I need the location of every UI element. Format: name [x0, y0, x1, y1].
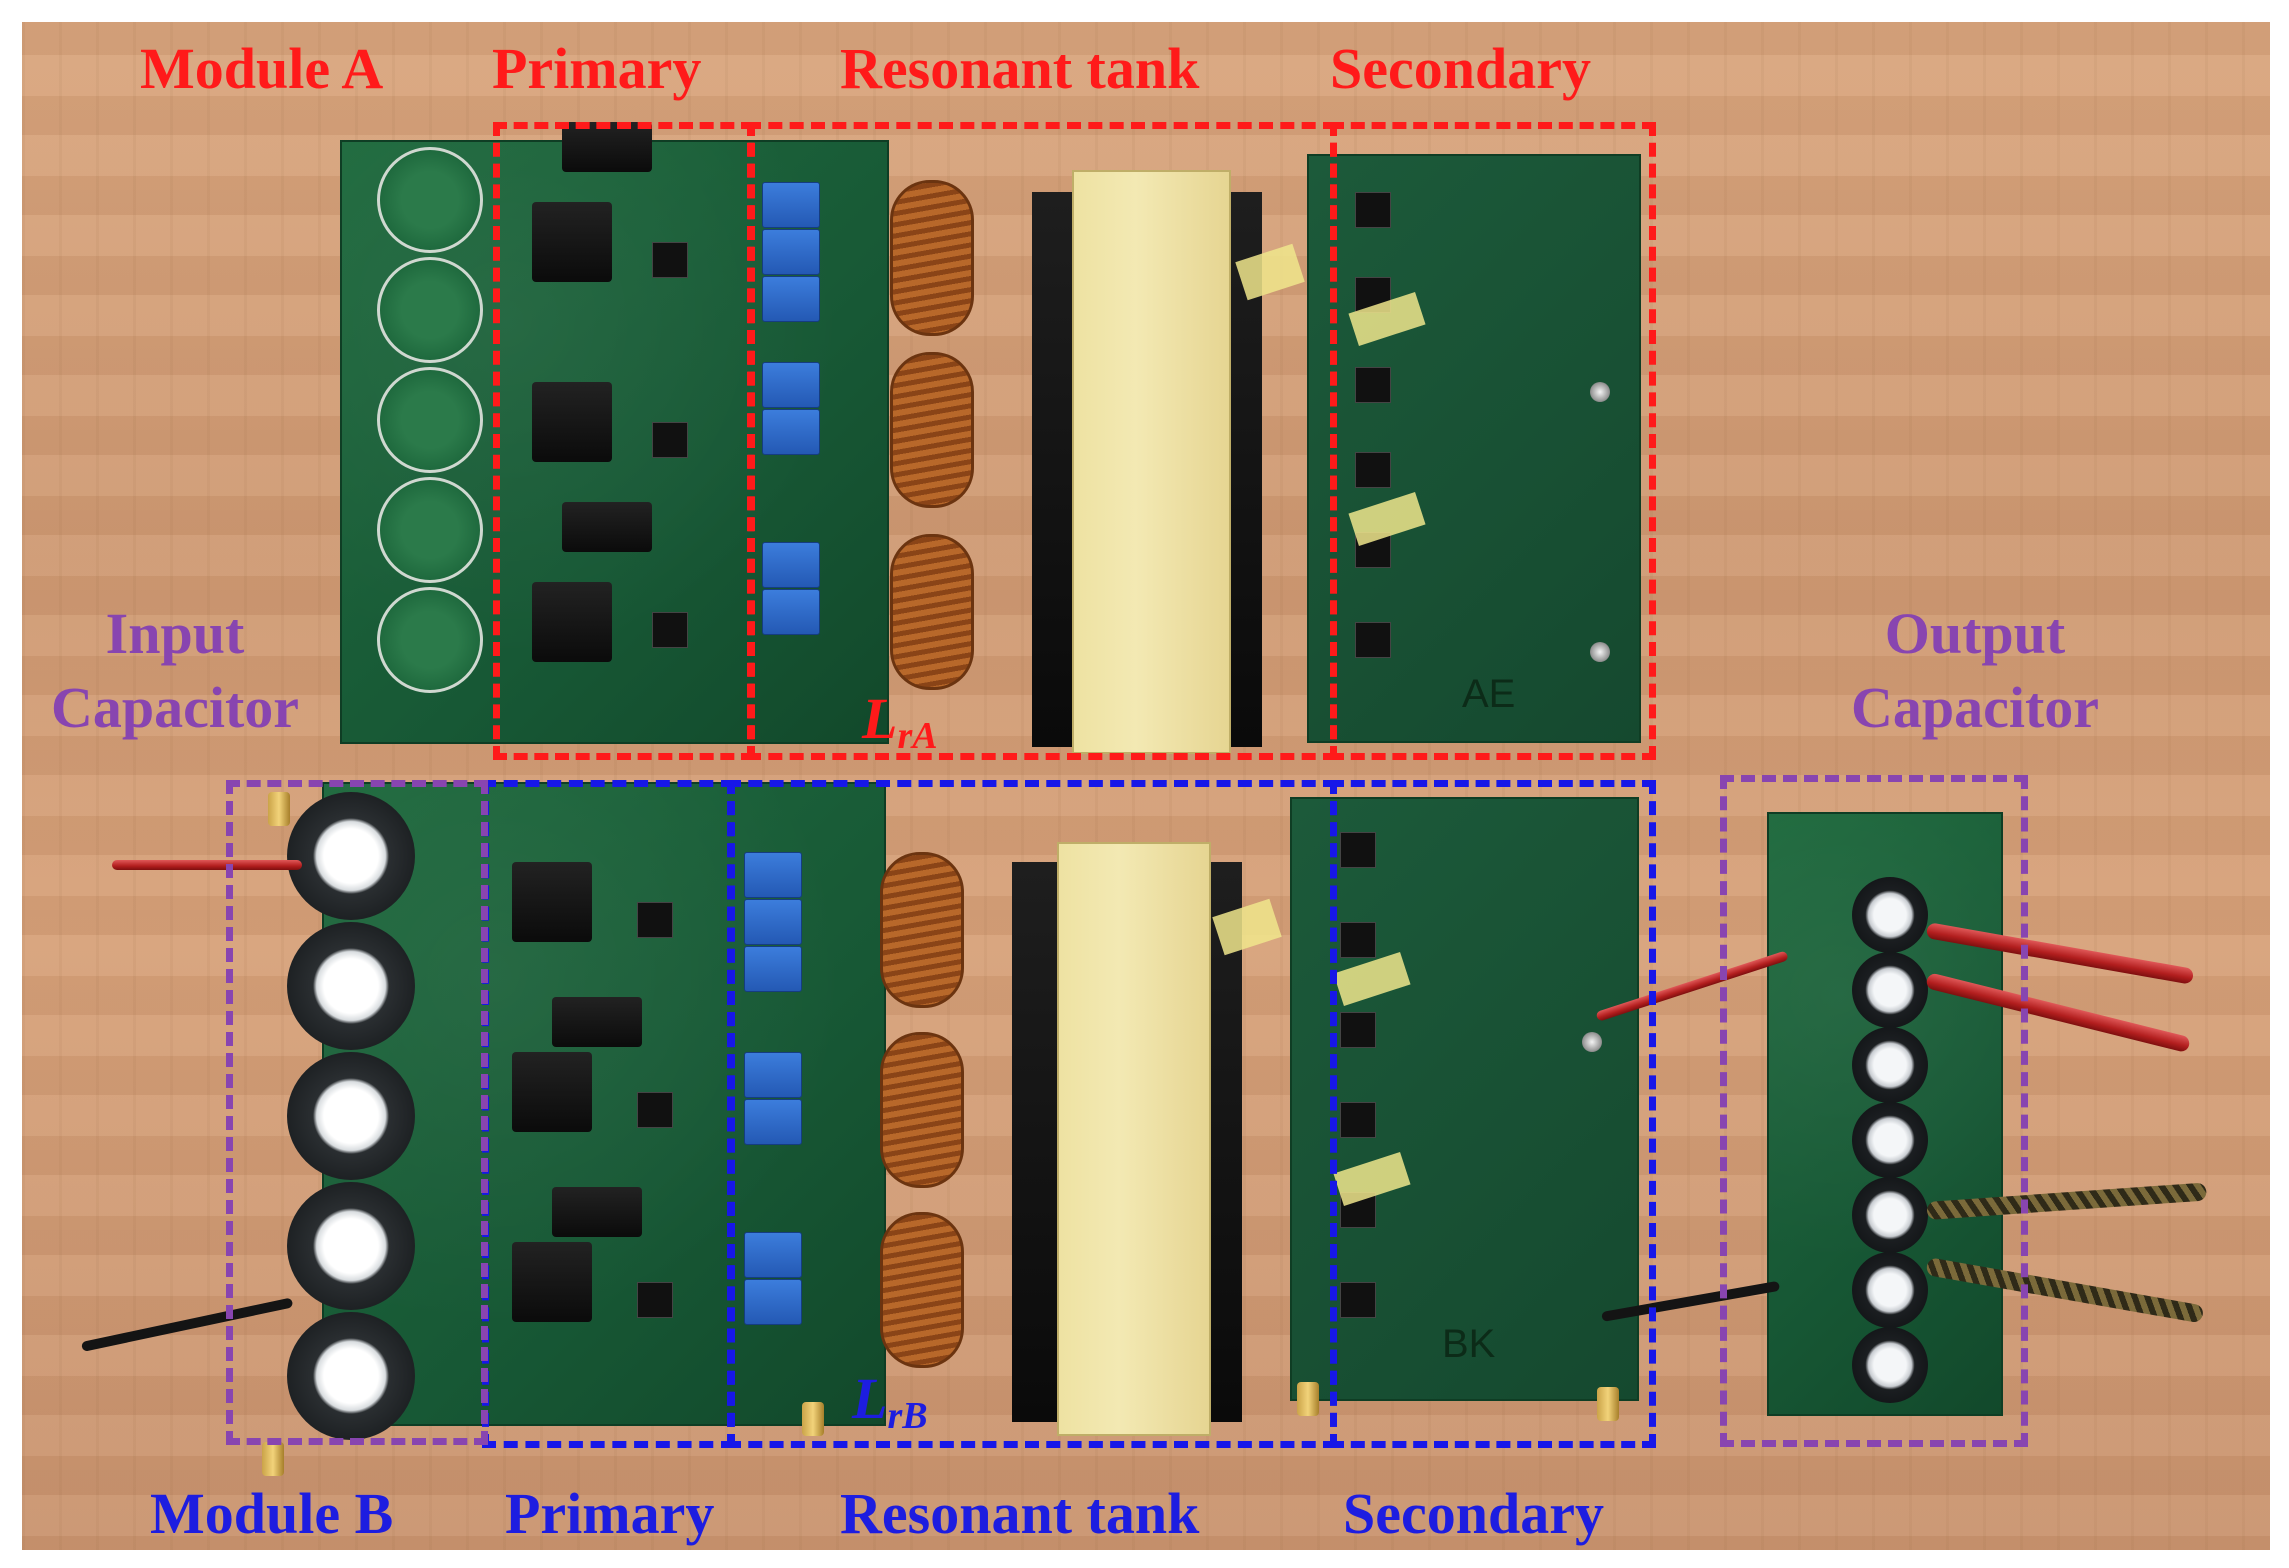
- inductor-b-label: LrB: [852, 1370, 928, 1437]
- output-electrolytic-capacitor: [1852, 1177, 1928, 1253]
- resonant-inductor: [890, 180, 974, 336]
- module-a-capacitor-disc: [377, 147, 483, 253]
- standoff: [268, 792, 290, 826]
- rectifier-diode: [1355, 622, 1391, 658]
- resonant-capacitor: [762, 542, 820, 588]
- resonant-capacitor: [744, 1279, 802, 1325]
- resonant-inductor: [880, 1212, 964, 1368]
- output-electrolytic-capacitor: [1852, 1102, 1928, 1178]
- standoff: [1597, 1387, 1619, 1421]
- hardware-photo: AE BK: [22, 22, 2270, 1550]
- rectifier-diode: [1340, 1012, 1376, 1048]
- rectifier-diode: [1340, 1102, 1376, 1138]
- rectifier-diode: [1355, 192, 1391, 228]
- module-a-primary-label: Primary: [492, 36, 702, 101]
- gate-driver-ic: [652, 242, 688, 278]
- switch-module: [532, 382, 612, 462]
- resonant-capacitor: [744, 1232, 802, 1278]
- input-wire: [80, 1297, 294, 1352]
- module-b-resonant-tank-label: Resonant tank: [840, 1481, 1200, 1546]
- screw: [1582, 1032, 1602, 1052]
- output-electrolytic-capacitor: [1852, 877, 1928, 953]
- gate-driver-ic: [637, 902, 673, 938]
- output-electrolytic-capacitor: [1852, 1252, 1928, 1328]
- module-a-capacitor-disc: [377, 477, 483, 583]
- resonant-capacitor: [762, 409, 820, 455]
- input-electrolytic-capacitor: [287, 1312, 415, 1442]
- board-marking-b: BK: [1442, 1322, 1496, 1366]
- rectifier-diode: [1340, 922, 1376, 958]
- module-a-capacitor-disc: [377, 257, 483, 363]
- screw: [1590, 382, 1610, 402]
- switch-module: [512, 862, 592, 942]
- standoff: [1297, 1382, 1319, 1416]
- module-a-capacitor-disc: [377, 367, 483, 473]
- resonant-inductor: [890, 352, 974, 508]
- inductor-a-label: LrA: [862, 690, 938, 757]
- standoff: [802, 1402, 824, 1436]
- standoff: [262, 1442, 284, 1476]
- resonant-capacitor: [744, 852, 802, 898]
- resonant-capacitor: [744, 1052, 802, 1098]
- input-wire: [112, 860, 302, 870]
- transformer: [1072, 170, 1231, 754]
- switch-module: [512, 1052, 592, 1132]
- output-capacitor-label: Output Capacitor: [1820, 605, 2130, 737]
- rectifier-diode: [1355, 367, 1391, 403]
- resonant-capacitor: [762, 276, 820, 322]
- resonant-capacitor: [744, 1099, 802, 1145]
- module-a-label: Module A: [140, 36, 384, 101]
- module-a-capacitor-disc: [377, 587, 483, 693]
- gate-driver-ic: [637, 1282, 673, 1318]
- resonant-capacitor: [762, 589, 820, 635]
- input-capacitor-line2: Capacitor: [50, 675, 300, 740]
- output-capacitor-line2: Capacitor: [1850, 675, 2100, 740]
- input-electrolytic-capacitor: [287, 1052, 415, 1182]
- rectifier-diode: [1340, 832, 1376, 868]
- output-capacitor-line1: Output: [1884, 601, 2066, 666]
- resonant-inductor: [880, 852, 964, 1008]
- module-a-resonant-tank-label: Resonant tank: [840, 36, 1200, 101]
- resonant-capacitor: [762, 229, 820, 275]
- rectifier-diode: [1355, 452, 1391, 488]
- switch-module: [512, 1242, 592, 1322]
- resonant-capacitor: [762, 182, 820, 228]
- switch-module: [562, 502, 652, 552]
- inductor-b-main: L: [852, 1366, 888, 1431]
- rectifier-diode: [1340, 1282, 1376, 1318]
- module-a-secondary-label: Secondary: [1330, 36, 1591, 101]
- resonant-capacitor: [744, 946, 802, 992]
- switch-module: [532, 202, 612, 282]
- switch-module: [562, 122, 652, 172]
- module-b-secondary-label: Secondary: [1343, 1481, 1604, 1546]
- module-b-primary-label: Primary: [505, 1481, 715, 1546]
- transformer: [1057, 842, 1211, 1436]
- board-marking-a: AE: [1462, 672, 1516, 716]
- gate-driver-ic: [652, 612, 688, 648]
- resonant-inductor: [890, 534, 974, 690]
- output-electrolytic-capacitor: [1852, 952, 1928, 1028]
- switch-module: [552, 997, 642, 1047]
- input-capacitor-line1: Input: [105, 601, 245, 666]
- input-electrolytic-capacitor: [287, 1182, 415, 1312]
- output-electrolytic-capacitor: [1852, 1027, 1928, 1103]
- resonant-capacitor: [762, 362, 820, 408]
- gate-driver-ic: [637, 1092, 673, 1128]
- input-electrolytic-capacitor: [287, 792, 415, 922]
- switch-module: [532, 582, 612, 662]
- module-b-label: Module B: [150, 1481, 394, 1546]
- inductor-b-subscript: rB: [887, 1395, 928, 1437]
- gate-driver-ic: [652, 422, 688, 458]
- output-electrolytic-capacitor: [1852, 1327, 1928, 1403]
- screw: [1590, 642, 1610, 662]
- switch-module: [552, 1187, 642, 1237]
- inductor-a-subscript: rA: [897, 715, 938, 757]
- input-electrolytic-capacitor: [287, 922, 415, 1052]
- resonant-inductor: [880, 1032, 964, 1188]
- input-capacitor-label: Input Capacitor: [20, 605, 330, 737]
- resonant-capacitor: [744, 899, 802, 945]
- inductor-a-main: L: [862, 686, 898, 751]
